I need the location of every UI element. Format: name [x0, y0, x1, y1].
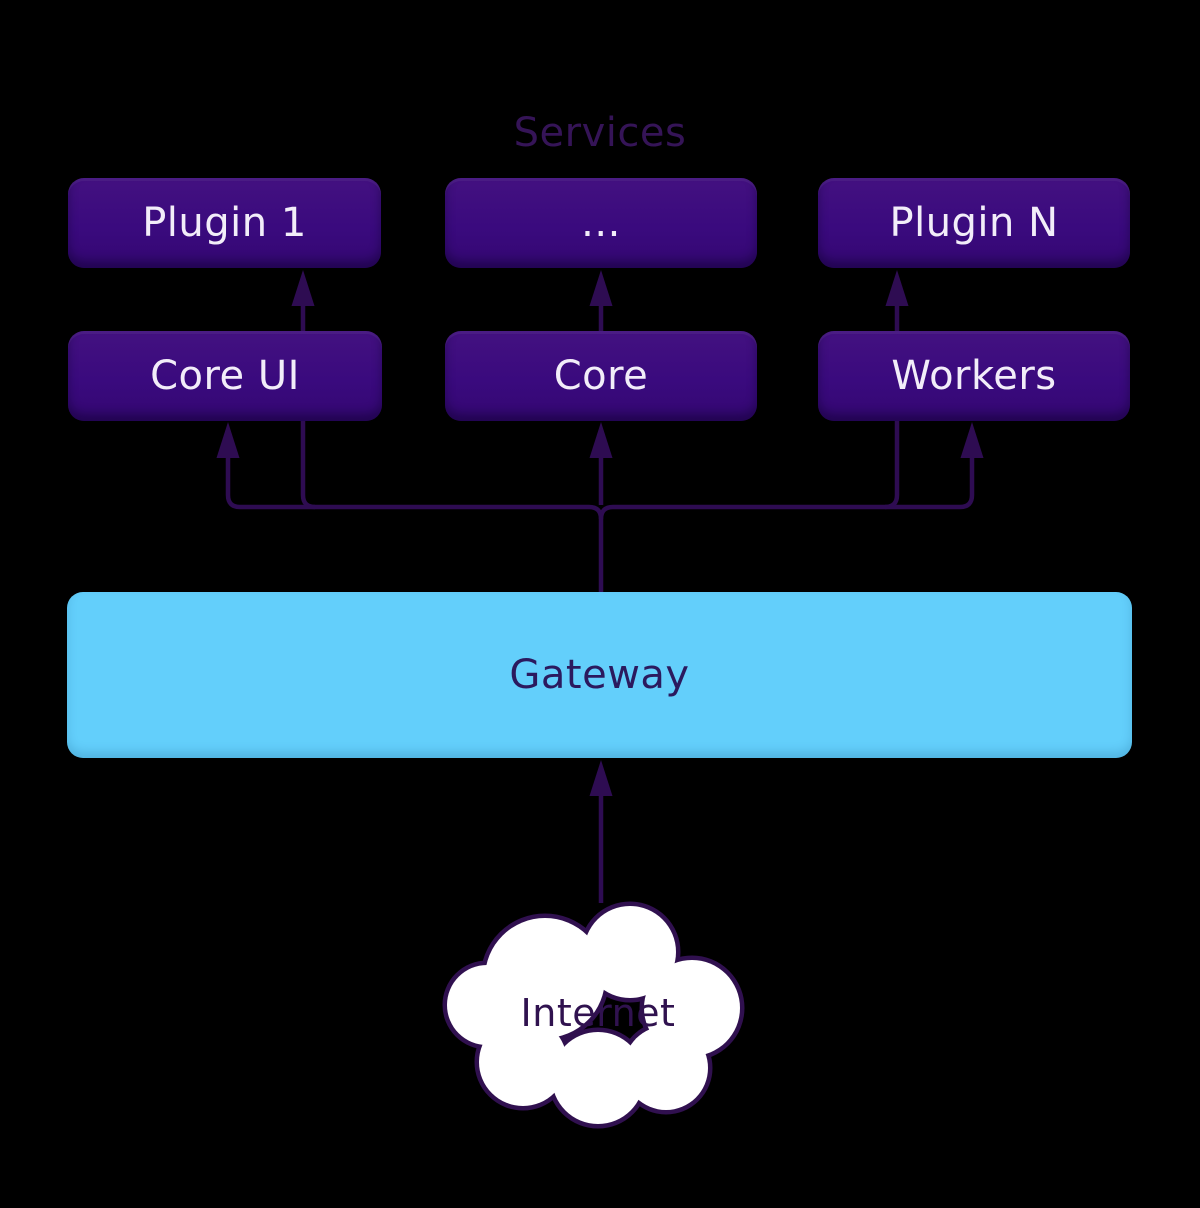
node-internet-label: Internet	[520, 990, 676, 1035]
node-internet: Internet	[450, 905, 746, 1120]
node-plugin1-label: Plugin 1	[142, 200, 307, 246]
node-pluginN-label: Plugin N	[889, 200, 1059, 246]
arrowhead-core-ui	[216, 422, 240, 458]
edge-core-ui-to-plugin1	[300, 290, 316, 510]
node-plugin1: Plugin 1	[68, 178, 381, 268]
arrowhead-gateway	[589, 760, 613, 796]
arrowhead-dots	[589, 270, 613, 306]
node-plugin-middle: ...	[445, 178, 757, 268]
node-core-ui-label: Core UI	[150, 353, 300, 399]
arrowhead-workers	[960, 422, 984, 458]
services-group-title: Services	[513, 110, 687, 156]
edge-gateway-to-core-ui	[225, 450, 604, 593]
node-pluginN: Plugin N	[818, 178, 1130, 268]
edge-gateway-to-workers	[598, 450, 975, 520]
node-core: Core	[445, 331, 757, 421]
arrowhead-plugin1	[291, 270, 315, 306]
arrowhead-core	[589, 422, 613, 458]
cloud-icon	[442, 901, 745, 1129]
arrowhead-pluginN	[885, 270, 909, 306]
edge-workers-to-pluginN	[884, 290, 900, 510]
node-plugin-middle-label: ...	[581, 200, 621, 246]
node-core-label: Core	[553, 353, 649, 399]
node-gateway: Gateway	[67, 592, 1132, 758]
node-core-ui: Core UI	[68, 331, 382, 421]
node-workers-label: Workers	[891, 353, 1057, 399]
node-workers: Workers	[818, 331, 1130, 421]
node-gateway-label: Gateway	[509, 652, 690, 698]
